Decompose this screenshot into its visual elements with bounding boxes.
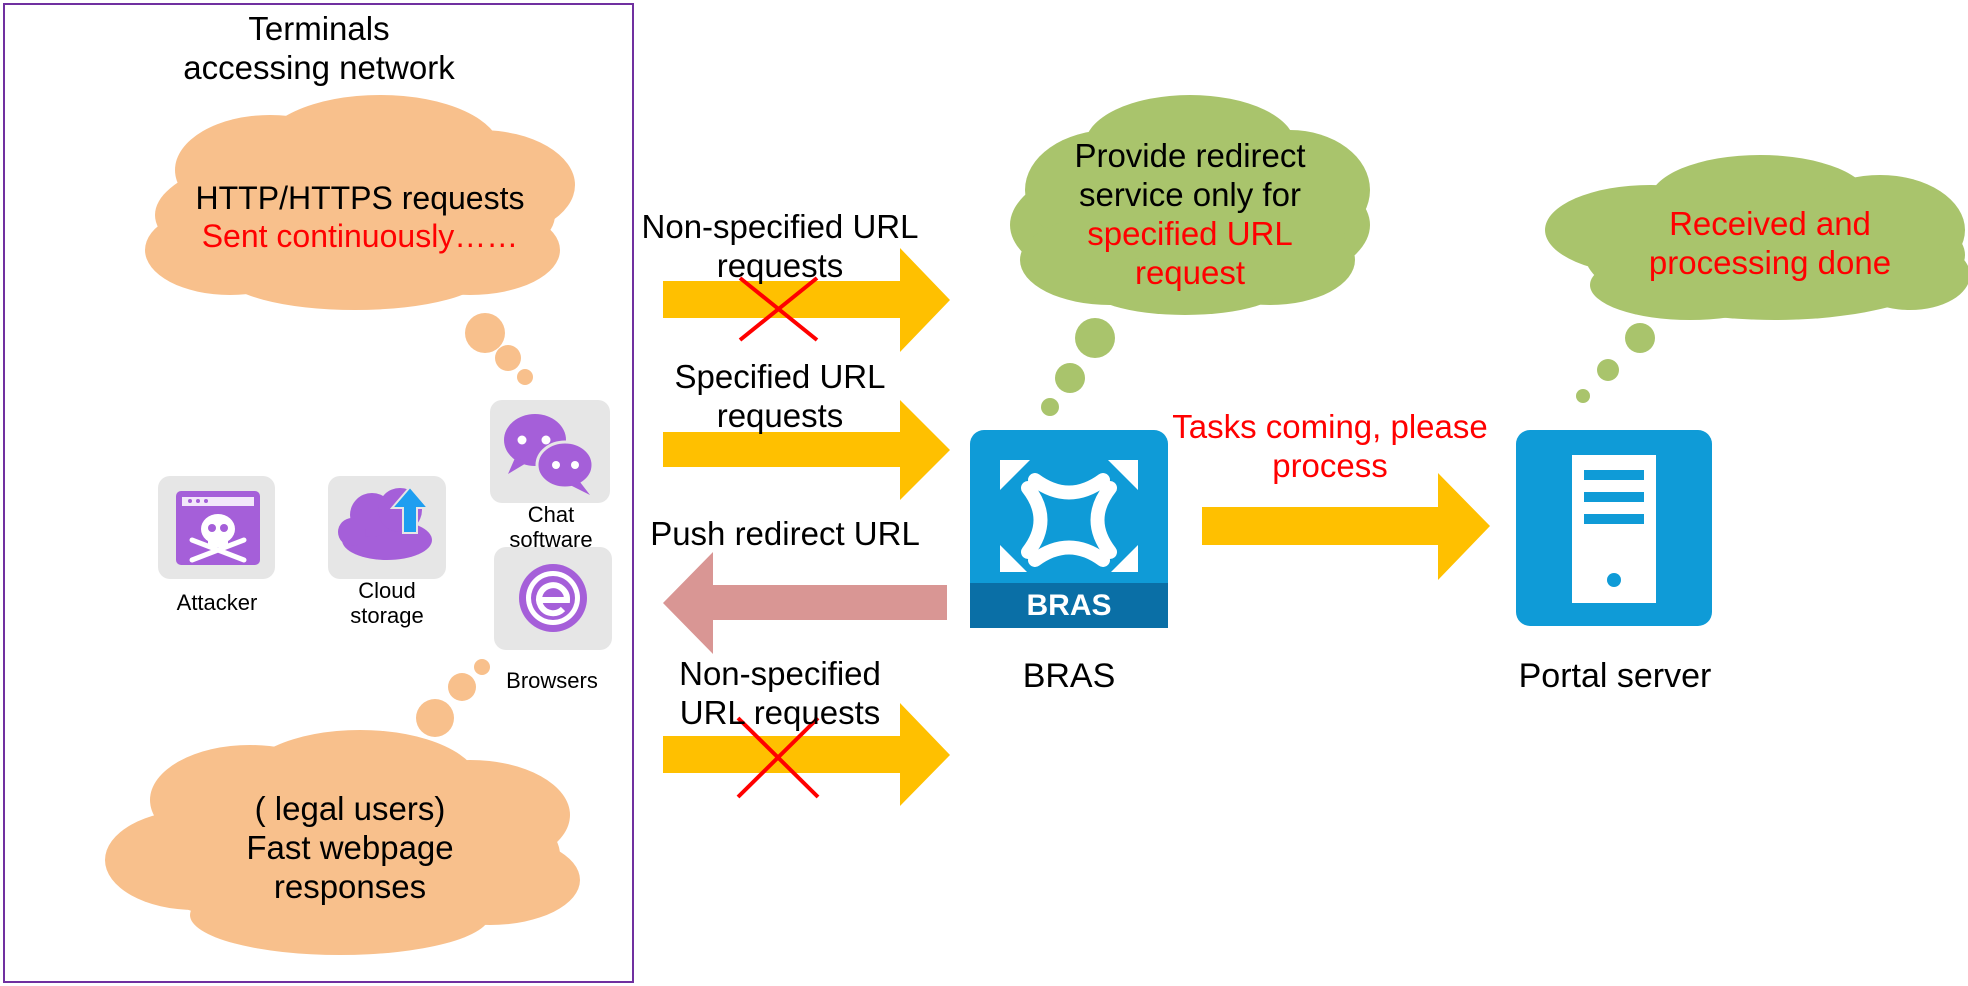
browsers-label: Browsers (506, 668, 598, 693)
terminals-frame (3, 3, 634, 983)
non-specified-request-arrow-2 (663, 703, 950, 806)
legal-users-line3: responses (273, 867, 427, 905)
cloud-upload-icon (338, 485, 432, 560)
cloud-storage-label: Cloud storage (328, 578, 446, 629)
task-forward-label: Tasks coming, please process (1140, 408, 1520, 486)
chat-software-label-line2: software (509, 527, 593, 553)
cloud-storage-label-line2: storage (350, 603, 424, 629)
task-forward-arrow (1202, 473, 1490, 580)
push-redirect-arrow (663, 552, 947, 654)
chat-software-label-line1: Chat (527, 502, 575, 527)
terminals-title-line1: Terminals (248, 10, 390, 47)
bras-badge: BRAS (1026, 589, 1112, 622)
non-specified-request-label-1: Non-specified URL requests (620, 208, 940, 286)
portal-server-label: Portal server (1518, 657, 1712, 695)
task-forward-label-line2: process (1272, 446, 1388, 484)
requests-thought-cloud (145, 95, 575, 385)
requests-cloud-text: HTTP/HTTPS requests Sent continuously…… (160, 180, 560, 256)
skull-icon (176, 491, 260, 565)
attacker-app (158, 476, 275, 579)
non-specified-request-label-1-line1: Non-specified URL (641, 208, 919, 245)
bras-cloud-line4: request (1134, 253, 1246, 291)
bras-cloud-line2: service only for (1079, 175, 1301, 213)
specified-request-arrow (663, 400, 950, 500)
bras-device-icon (970, 430, 1168, 628)
chat-software-label: Chat software (495, 502, 607, 553)
portal-cloud-line2: processing done (1648, 243, 1892, 281)
non-specified-request-label-2-line1: Non-specified (679, 655, 881, 692)
non-specified-request-label-1-line2: requests (716, 246, 844, 284)
chat-icon (504, 414, 595, 495)
requests-cloud-line2: Sent continuously…… (201, 217, 519, 254)
legal-users-thought-cloud (105, 659, 580, 955)
attacker-label: Attacker (176, 590, 258, 615)
browsers-app (494, 547, 612, 650)
requests-cloud-line1: HTTP/HTTPS requests (195, 180, 525, 216)
portal-server-icon (1516, 430, 1712, 626)
portal-cloud-line1: Received and (1669, 205, 1871, 242)
bras-thought-cloud (1010, 95, 1370, 416)
non-specified-request-arrow-1 (663, 248, 950, 352)
browser-e-icon (519, 564, 587, 632)
bras-label: BRAS (1022, 657, 1116, 695)
push-redirect-label: Push redirect URL (650, 515, 920, 552)
bras-cloud-line3: specified URL (1087, 214, 1293, 252)
bras-cloud-text: Provide redirect service only for specif… (1020, 137, 1360, 293)
bras-cloud-line1: Provide redirect (1074, 137, 1306, 174)
legal-users-line2: Fast webpage (246, 828, 454, 866)
terminals-title-line2: accessing network (183, 48, 455, 86)
cloud-storage-label-line1: Cloud (358, 578, 416, 603)
terminals-title: Terminals accessing network (160, 10, 478, 88)
portal-cloud-text: Received and processing done (1600, 205, 1940, 283)
blocked-cross-icon-2 (736, 716, 820, 799)
non-specified-request-label-2-line2: URL requests (679, 693, 881, 731)
blocked-cross-icon-1 (738, 276, 819, 342)
task-forward-label-line1: Tasks coming, please (1172, 408, 1488, 445)
legal-users-line1: ( legal users) (254, 790, 446, 827)
legal-users-cloud-text: ( legal users) Fast webpage responses (200, 790, 500, 907)
specified-request-label-line2: requests (716, 396, 844, 434)
chat-software-app (490, 400, 610, 503)
specified-request-label: Specified URL requests (640, 358, 920, 436)
cloud-storage-app (328, 476, 446, 579)
non-specified-request-label-2: Non-specified URL requests (640, 655, 920, 733)
portal-thought-cloud (1545, 155, 1968, 403)
specified-request-label-line1: Specified URL (674, 358, 886, 395)
